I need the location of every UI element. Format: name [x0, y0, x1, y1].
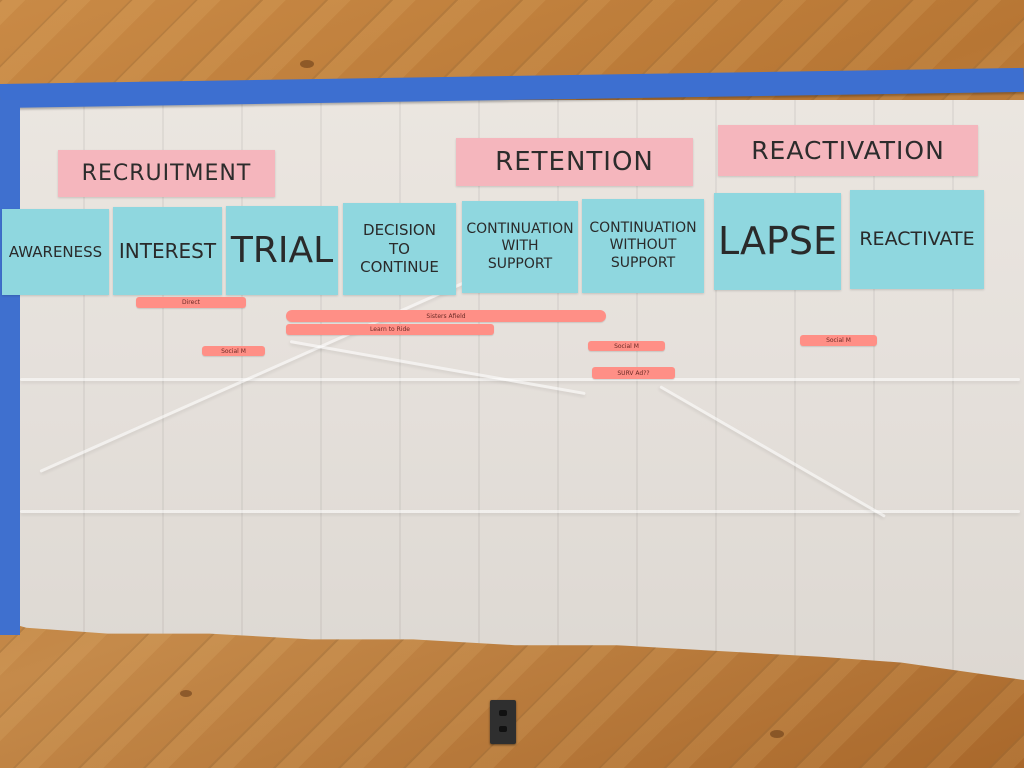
phase-reactivation: REACTIVATION [718, 125, 978, 176]
stage-awareness: AWARENESS [2, 209, 109, 295]
phase-recruitment: RECRUITMENT [58, 150, 275, 197]
wood-knot [180, 690, 192, 697]
channel-strip: Sisters Afield [286, 310, 606, 322]
channel-strip: Social M [588, 341, 665, 351]
stage-interest: INTEREST [113, 207, 222, 295]
stage-reactivate: REACTIVATE [850, 190, 984, 289]
sheet-fold [20, 510, 1020, 513]
channel-strip: Social M [800, 335, 877, 346]
wood-knot [770, 730, 784, 738]
outlet-socket [499, 710, 507, 716]
electrical-outlet [490, 700, 516, 744]
stage-continuation-with-support: CONTINUATION WITH SUPPORT [462, 201, 578, 293]
channel-strip: SURV Ad?? [592, 367, 675, 379]
sheet-fold [20, 378, 1020, 381]
phase-retention: RETENTION [456, 138, 693, 186]
stage-lapse: LAPSE [714, 193, 841, 290]
channel-strip: Learn to Ride [286, 324, 494, 335]
channel-strip: Direct [136, 297, 246, 308]
stage-decision-to-continue: DECISION TO CONTINUE [343, 203, 456, 295]
stage-trial: TRIAL [226, 206, 338, 295]
stage-continuation-without-support: CONTINUATION WITHOUT SUPPORT [582, 199, 704, 293]
outlet-socket [499, 726, 507, 732]
wood-knot [300, 60, 314, 68]
blue-painters-tape-left [0, 100, 20, 635]
channel-strip: Social M [202, 346, 265, 356]
